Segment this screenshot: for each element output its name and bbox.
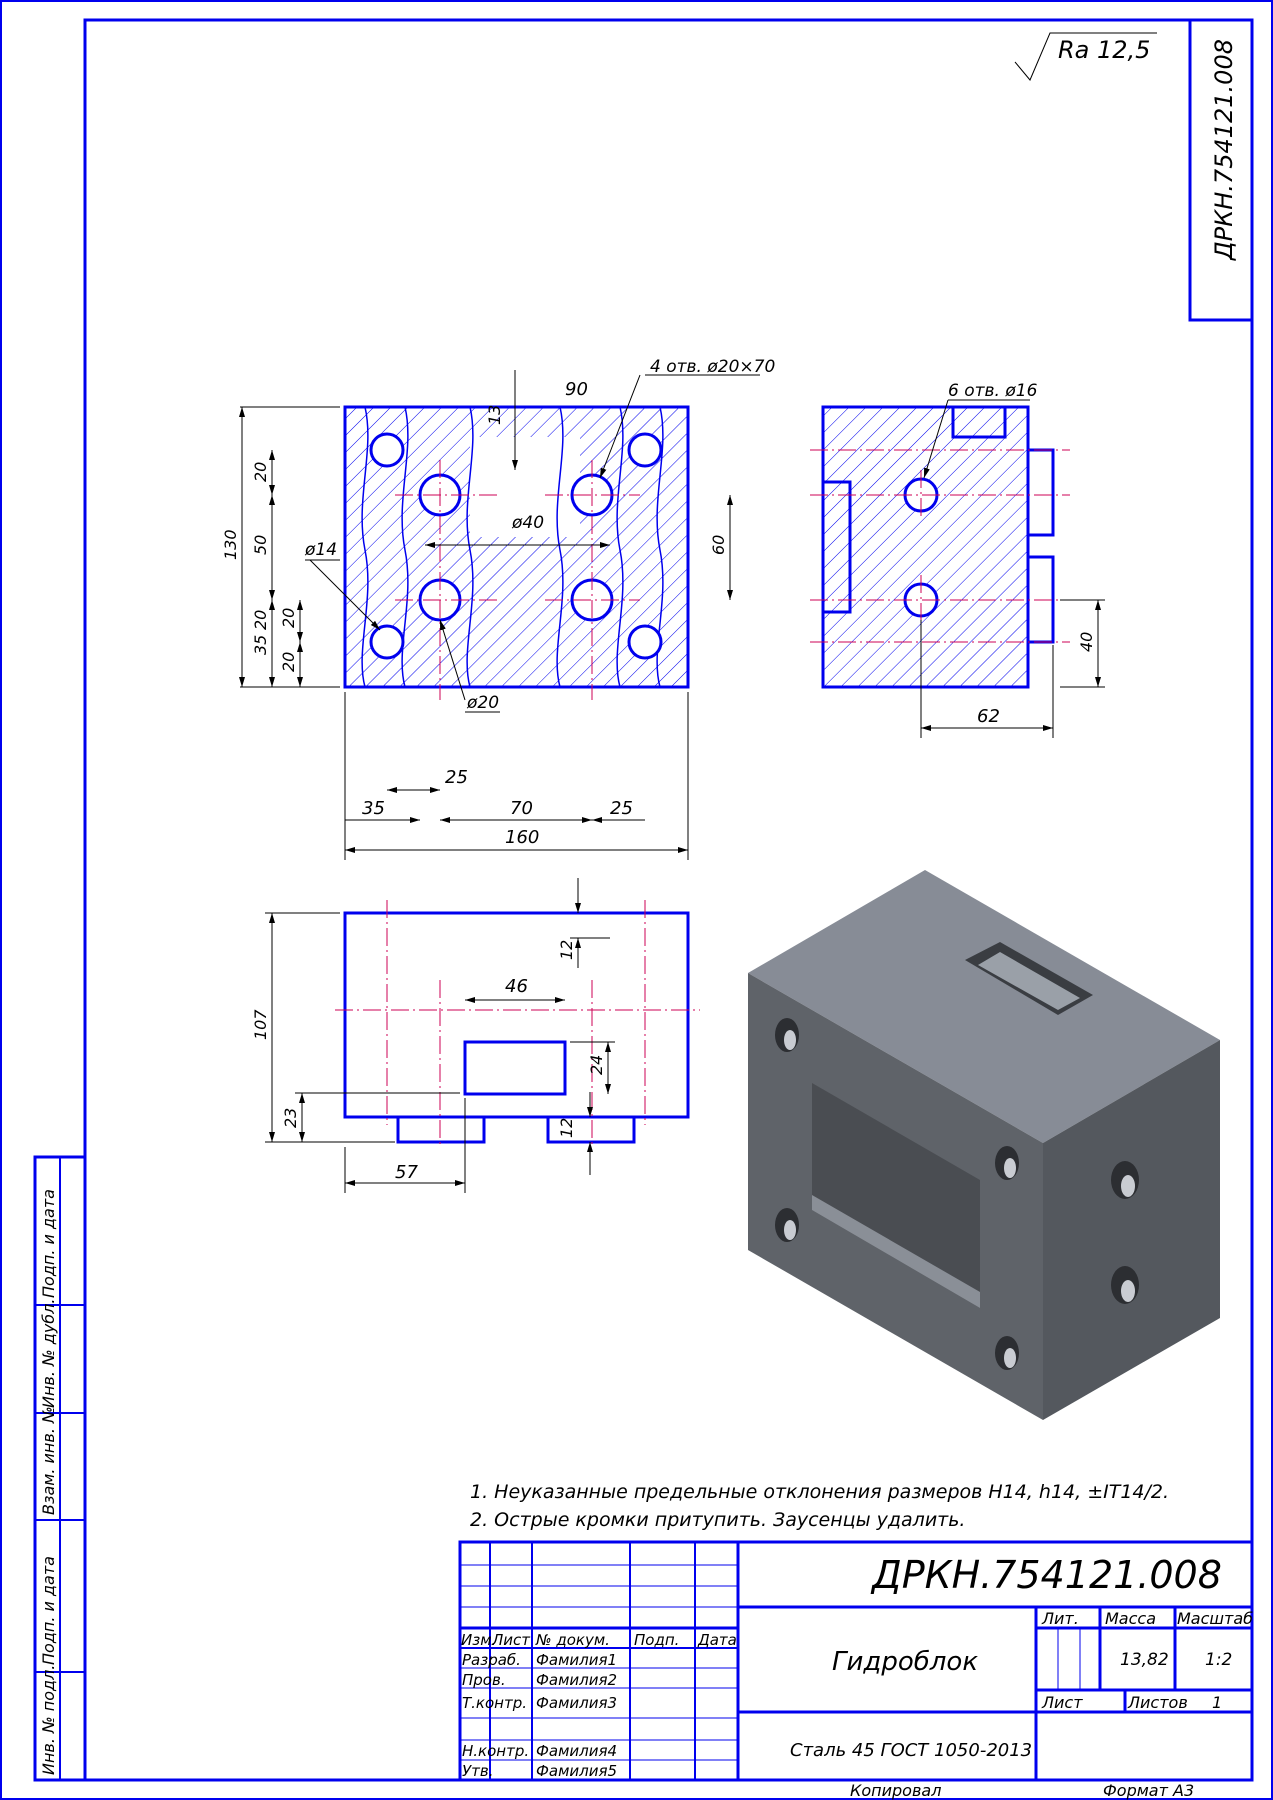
dim-20a: 20 bbox=[251, 462, 270, 482]
tb-sheets-value: 1 bbox=[1212, 1693, 1222, 1712]
isometric-model bbox=[748, 870, 1220, 1420]
tb-role-6: Утв. bbox=[462, 1762, 494, 1780]
tb-role-5: Н.контр. bbox=[462, 1742, 529, 1760]
dim-40: 40 bbox=[1077, 632, 1096, 652]
stamp-inv-podl: Инв. № подл. bbox=[39, 1665, 58, 1775]
dim-25b: 25 bbox=[610, 798, 633, 819]
tb-doc-code: ДРКН.754121.008 bbox=[870, 1553, 1222, 1597]
dim-13: 13 bbox=[485, 405, 504, 425]
footer-format: Формат А3 bbox=[1103, 1781, 1194, 1800]
tb-h-doc: № докум. bbox=[535, 1631, 610, 1649]
dim-107: 107 bbox=[251, 1009, 270, 1040]
callout-d20: ø20 bbox=[466, 693, 499, 713]
dim-46: 46 bbox=[505, 976, 528, 997]
dim-70: 70 bbox=[510, 798, 533, 819]
tb-lit-label: Лит. bbox=[1041, 1609, 1079, 1628]
tb-h-list: Лист bbox=[491, 1631, 531, 1649]
tb-scale-label: Масштаб bbox=[1177, 1609, 1253, 1628]
dim-24: 24 bbox=[587, 1055, 606, 1075]
tb-material: Сталь 45 ГОСТ 1050-2013 bbox=[790, 1740, 1032, 1761]
stamp-podp-data-1: Подп. и дата bbox=[39, 1556, 58, 1665]
dim-35: 35 bbox=[251, 635, 270, 655]
dim-20b: 20 bbox=[279, 608, 298, 628]
dim-35b: 35 bbox=[362, 798, 385, 819]
front-view: 90 13 20 50 130 60 20 35 20 20 25 35 70 … bbox=[221, 357, 775, 860]
top-view: 12 46 107 24 23 12 57 bbox=[251, 878, 700, 1193]
dim-23: 23 bbox=[281, 1108, 300, 1128]
dim-12a: 12 bbox=[557, 940, 576, 960]
stamp-inv-dubl: Инв. № дубл. bbox=[39, 1299, 58, 1408]
dim-12b: 12 bbox=[557, 1118, 576, 1138]
dim-160: 160 bbox=[505, 827, 539, 848]
callout-d40: ø40 bbox=[511, 513, 544, 533]
footer-copied: Копировал bbox=[850, 1781, 941, 1800]
tb-sheet-label: Лист bbox=[1041, 1693, 1083, 1712]
note-2: 2. Острые кромки притупить. Заусенцы уда… bbox=[470, 1509, 965, 1531]
tb-mass-label: Масса bbox=[1105, 1609, 1156, 1628]
tb-role-3: Т.контр. bbox=[462, 1694, 527, 1712]
tb-role-1: Разраб. bbox=[462, 1651, 521, 1669]
tb-h-izm: Изм. bbox=[461, 1631, 496, 1649]
tb-scale-value: 1:2 bbox=[1205, 1650, 1232, 1670]
side-view: 6 отв. ø16 40 62 bbox=[810, 381, 1105, 738]
roughness-symbol-icon bbox=[1014, 32, 1157, 81]
side-stamp: Инв. № подл. Подп. и дата Взам. инв. № И… bbox=[33, 1155, 87, 1782]
roughness-text: Ra 12,5 bbox=[1058, 36, 1150, 64]
note-1: 1. Неуказанные предельные отклонения раз… bbox=[470, 1481, 1169, 1503]
doc-code-rotated: ДРКН.754121.008 bbox=[1210, 39, 1238, 261]
dim-90: 90 bbox=[565, 379, 588, 400]
dim-25a: 25 bbox=[445, 767, 468, 788]
dim-130: 130 bbox=[221, 529, 240, 560]
tb-name-3: Фамилия3 bbox=[536, 1694, 617, 1712]
callout-holes-6: 6 отв. ø16 bbox=[948, 381, 1038, 401]
tb-name-5: Фамилия4 bbox=[536, 1742, 617, 1760]
tb-name-2: Фамилия2 bbox=[536, 1671, 617, 1689]
stamp-podp-data-2: Подп. и дата bbox=[39, 1189, 58, 1298]
callout-holes-4: 4 отв. ø20×70 bbox=[650, 357, 775, 377]
tb-name-6: Фамилия5 bbox=[536, 1762, 617, 1780]
doc-code-box bbox=[1188, 18, 1254, 322]
dim-57: 57 bbox=[395, 1162, 418, 1183]
callout-d14: ø14 bbox=[304, 540, 337, 560]
tb-sheets-label: Листов bbox=[1127, 1693, 1188, 1712]
stamp-vzam: Взам. инв. № bbox=[39, 1406, 58, 1515]
tb-part-name: Гидроблок bbox=[832, 1647, 978, 1677]
tb-h-date: Дата bbox=[697, 1631, 737, 1649]
dim-20d: 20 bbox=[279, 652, 298, 672]
dim-60: 60 bbox=[709, 535, 728, 555]
dim-20c: 20 bbox=[251, 610, 270, 630]
dim-62: 62 bbox=[977, 706, 1000, 727]
dim-50: 50 bbox=[251, 535, 270, 555]
tb-name-1: Фамилия1 bbox=[536, 1651, 617, 1669]
tb-mass-value: 13,82 bbox=[1120, 1650, 1169, 1670]
tb-role-2: Пров. bbox=[462, 1671, 506, 1689]
title-block: ДРКН.754121.008 Изм. Лист № докум. Подп.… bbox=[458, 1540, 1254, 1782]
tb-h-sign: Подп. bbox=[634, 1631, 679, 1649]
